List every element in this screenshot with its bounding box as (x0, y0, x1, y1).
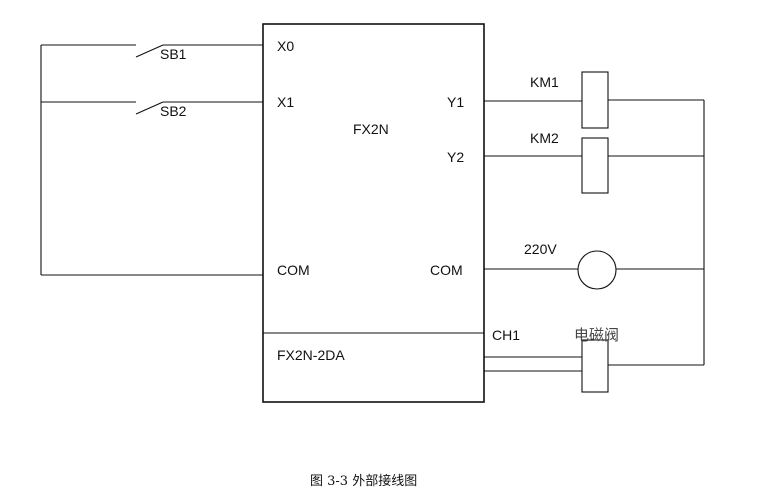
valve-coil (581, 339, 609, 393)
ac-source-symbol (577, 250, 617, 290)
sb2-contact (135, 101, 164, 115)
ch1-label: CH1 (492, 327, 520, 343)
com-left-label: COM (277, 262, 310, 278)
y2-label: Y2 (447, 149, 464, 165)
plc-box (262, 23, 485, 403)
km2-coil (581, 137, 609, 194)
y1-label: Y1 (447, 94, 464, 110)
x1-label: X1 (277, 94, 294, 110)
km1-label: KM1 (530, 74, 559, 90)
module-label: FX2N-2DA (277, 347, 345, 363)
voltage-label: 220V (524, 241, 557, 257)
sb1-label: SB1 (160, 46, 187, 62)
com-right-label: COM (430, 262, 463, 278)
sb2-label: SB2 (160, 103, 187, 119)
x0-label: X0 (277, 38, 294, 54)
figure-caption: 图 3-3 外部接线图 (310, 473, 417, 489)
km1-coil (581, 71, 609, 129)
valve-label: 电磁阀 (574, 326, 619, 344)
sb1-contact (135, 44, 164, 58)
plc-model-label: FX2N (353, 121, 389, 137)
km2-label: KM2 (530, 130, 559, 146)
